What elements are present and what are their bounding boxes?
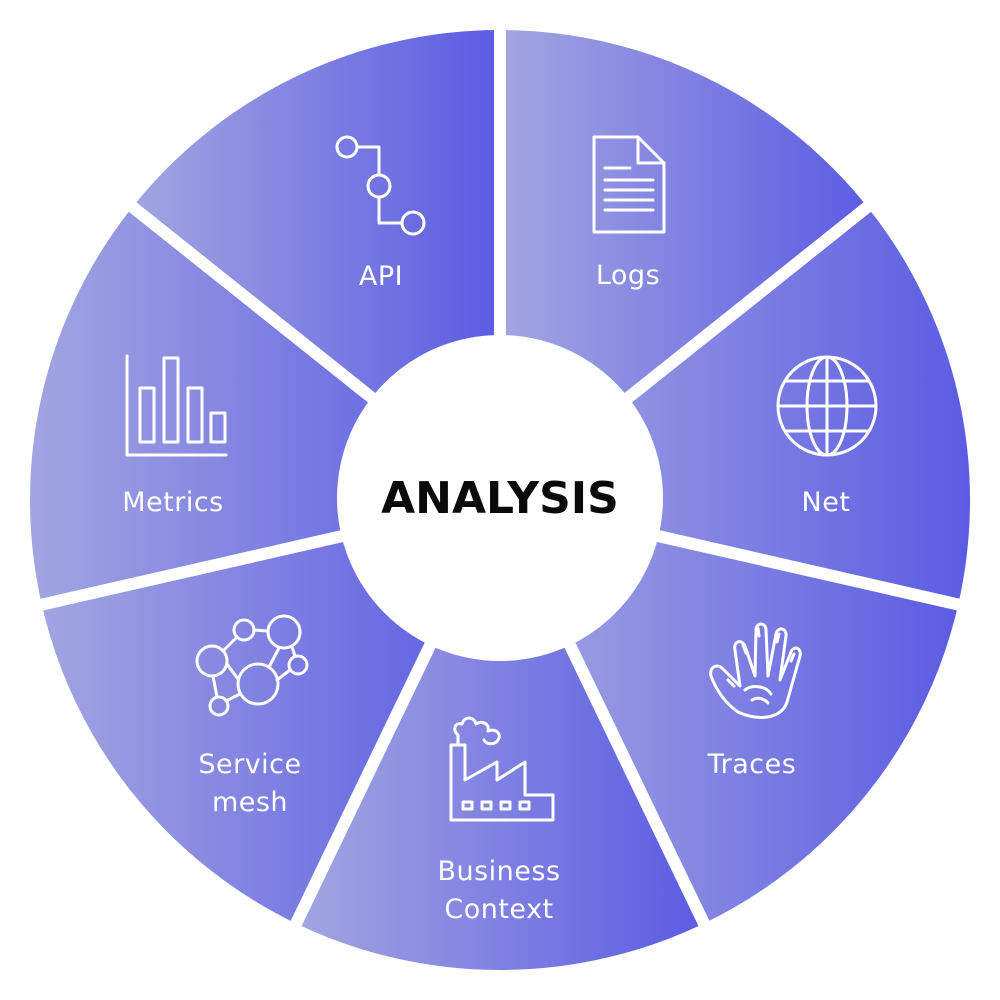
center-hub xyxy=(337,335,663,661)
segment-label-net: Net xyxy=(802,487,851,518)
document-icon xyxy=(592,135,666,234)
center-title: ANALYSIS xyxy=(381,473,619,524)
network-icon xyxy=(195,614,309,717)
segment-label-context: Context xyxy=(444,894,553,925)
segment-label-mesh: mesh xyxy=(212,787,288,818)
segment-label-business: Business xyxy=(437,856,560,887)
segment-label-metrics: Metrics xyxy=(122,487,224,518)
globe-icon xyxy=(776,355,878,457)
segment-label-logs: Logs xyxy=(596,260,660,291)
segment-label-api: API xyxy=(359,261,403,292)
segment-label-service: Service xyxy=(198,749,301,780)
node-path-icon xyxy=(335,135,426,236)
bar-chart-icon xyxy=(125,354,228,457)
factory-icon xyxy=(449,716,555,822)
segment-label-traces: Traces xyxy=(707,749,797,780)
handprint-icon xyxy=(709,622,802,719)
